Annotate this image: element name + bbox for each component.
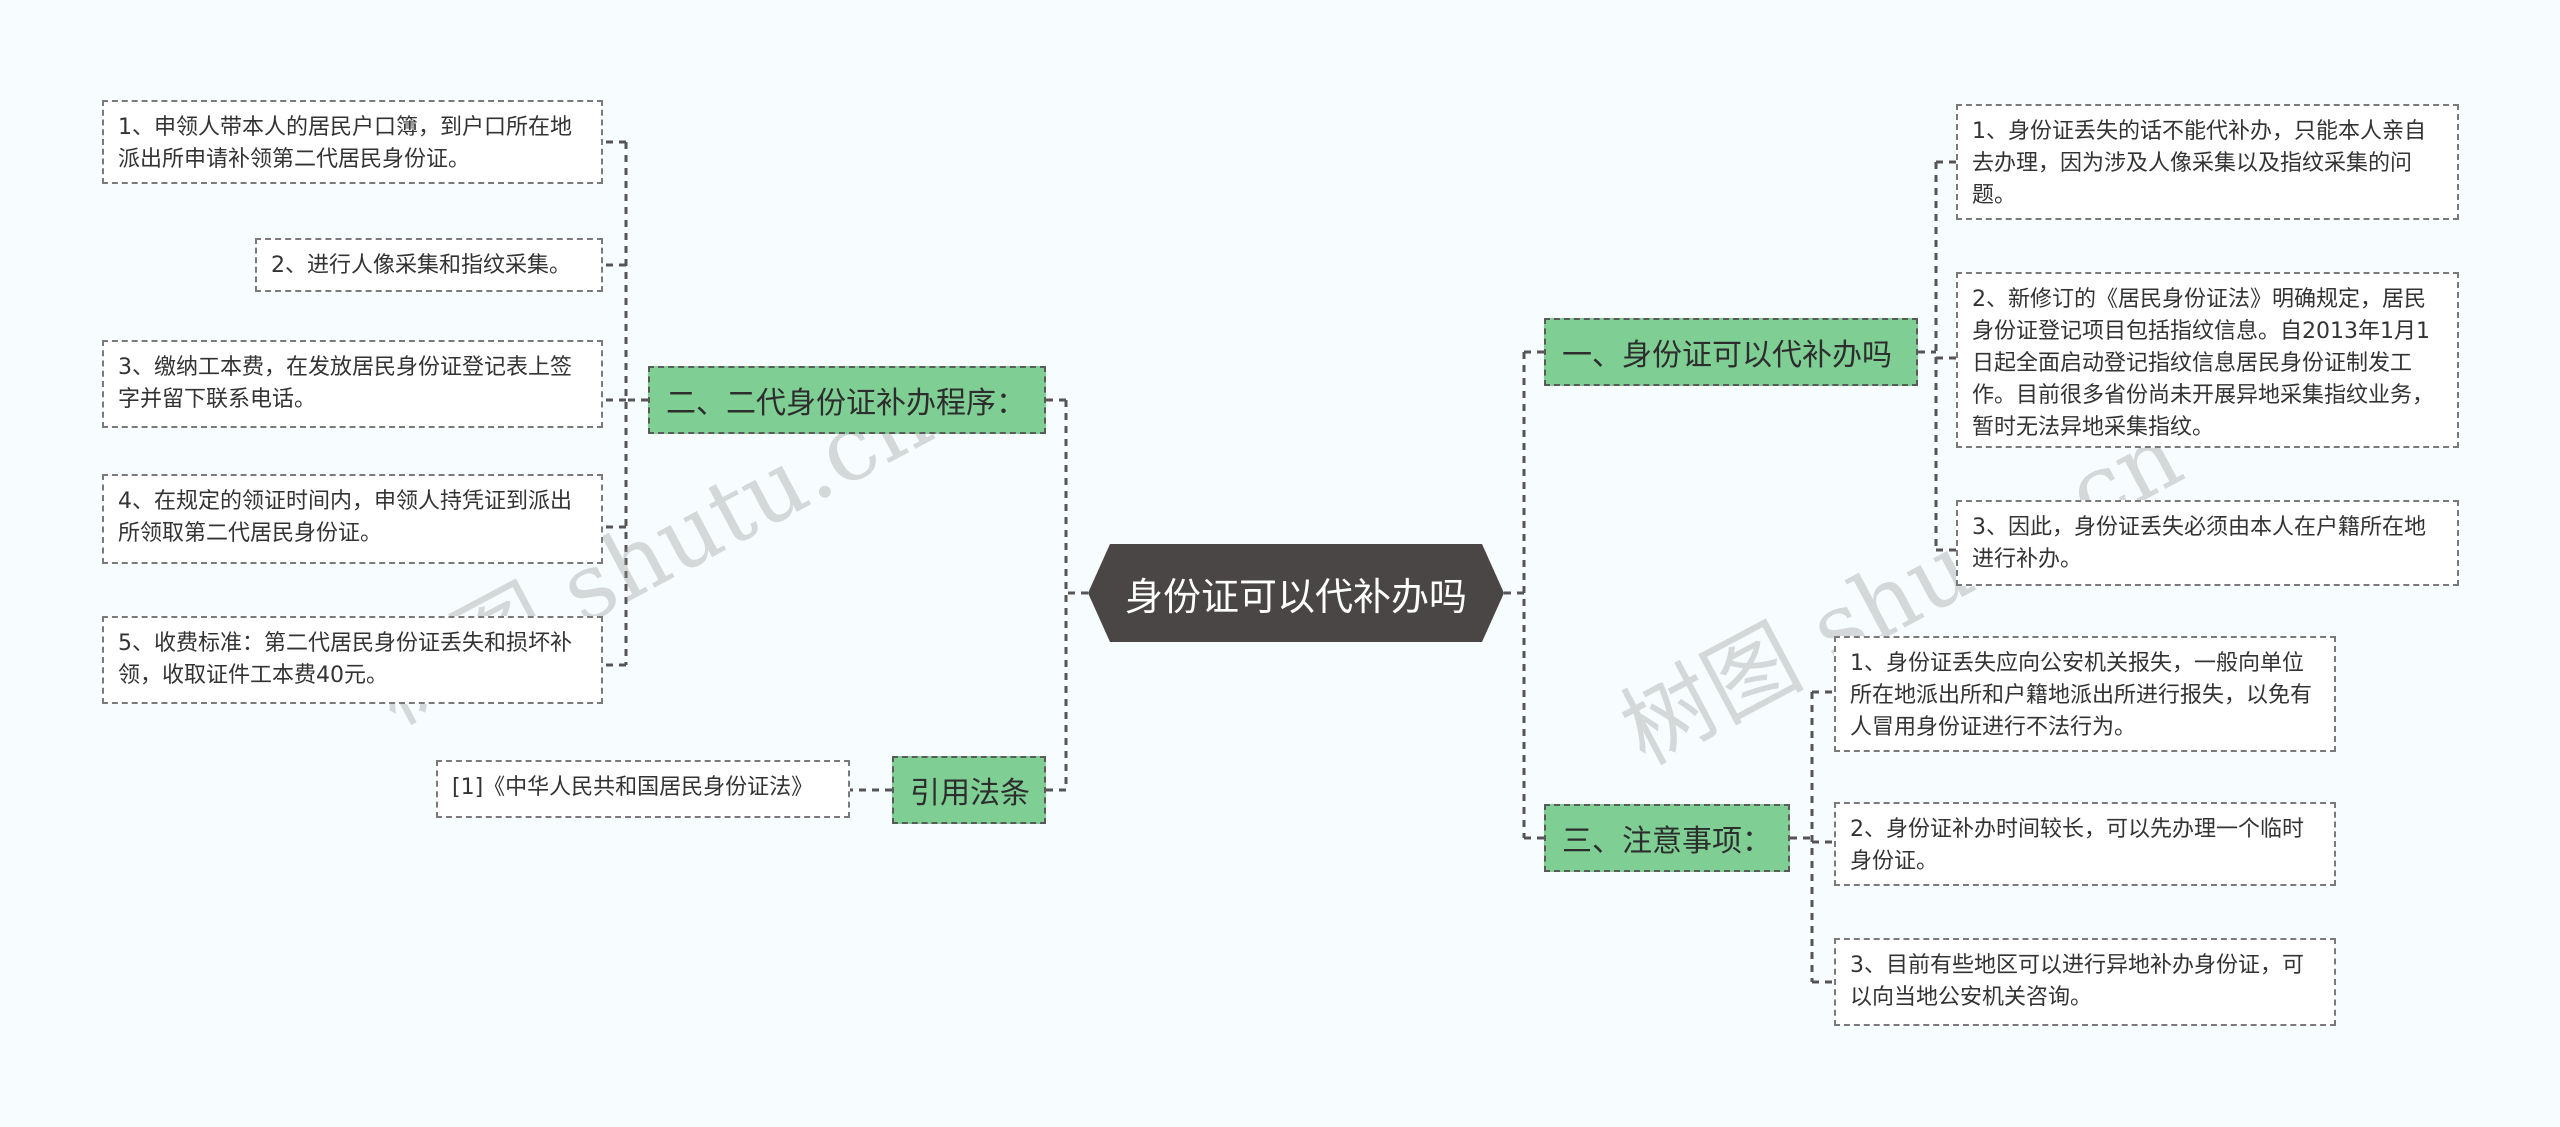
connector-procedure-items bbox=[603, 140, 648, 667]
procedure-item-5[interactable]: 5、收费标准：第二代居民身份证丢失和损坏补领，收取证件工本费40元。 bbox=[102, 616, 603, 704]
procedure-item-1[interactable]: 1、申领人带本人的居民户口簿，到户口所在地派出所申请补领第二代居民身份证。 bbox=[102, 100, 603, 184]
procedure-item-4[interactable]: 4、在规定的领证时间内，申领人持凭证到派出所领取第二代居民身份证。 bbox=[102, 474, 603, 564]
law-item-1[interactable]: [1]《中华人民共和国居民身份证法》 bbox=[436, 760, 850, 818]
branch-procedure[interactable]: 二、二代身份证补办程序： bbox=[648, 366, 1046, 434]
proxy-item-1[interactable]: 1、身份证丢失的话不能代补办，只能本人亲自去办理，因为涉及人像采集以及指纹采集的… bbox=[1956, 104, 2459, 220]
notes-item-1[interactable]: 1、身份证丢失应向公安机关报失，一般向单位所在地派出所和户籍地派出所进行报失，以… bbox=[1834, 636, 2336, 752]
branch-proxy[interactable]: 一、身份证可以代补办吗 bbox=[1544, 318, 1918, 386]
root-node[interactable]: 身份证可以代补办吗 bbox=[1088, 544, 1504, 642]
proxy-item-3[interactable]: 3、因此，身份证丢失必须由本人在户籍所在地进行补办。 bbox=[1956, 500, 2459, 586]
connector-root-right bbox=[1504, 352, 1526, 838]
branch-notes[interactable]: 三、注意事项： bbox=[1544, 804, 1790, 872]
connector-proxy-items bbox=[1918, 160, 1956, 552]
notes-item-2[interactable]: 2、身份证补办时间较长，可以先办理一个临时身份证。 bbox=[1834, 802, 2336, 886]
branch-law[interactable]: 引用法条 bbox=[892, 756, 1046, 824]
procedure-item-2[interactable]: 2、进行人像采集和指纹采集。 bbox=[255, 238, 603, 292]
procedure-item-3[interactable]: 3、缴纳工本费，在发放居民身份证登记表上签字并留下联系电话。 bbox=[102, 340, 603, 428]
connector-notes-items bbox=[1790, 690, 1834, 984]
proxy-item-2[interactable]: 2、新修订的《居民身份证法》明确规定，居民身份证登记项目包括指纹信息。自2013… bbox=[1956, 272, 2459, 448]
notes-item-3[interactable]: 3、目前有些地区可以进行异地补办身份证，可以向当地公安机关咨询。 bbox=[1834, 938, 2336, 1026]
connector-root-left bbox=[1064, 400, 1088, 790]
